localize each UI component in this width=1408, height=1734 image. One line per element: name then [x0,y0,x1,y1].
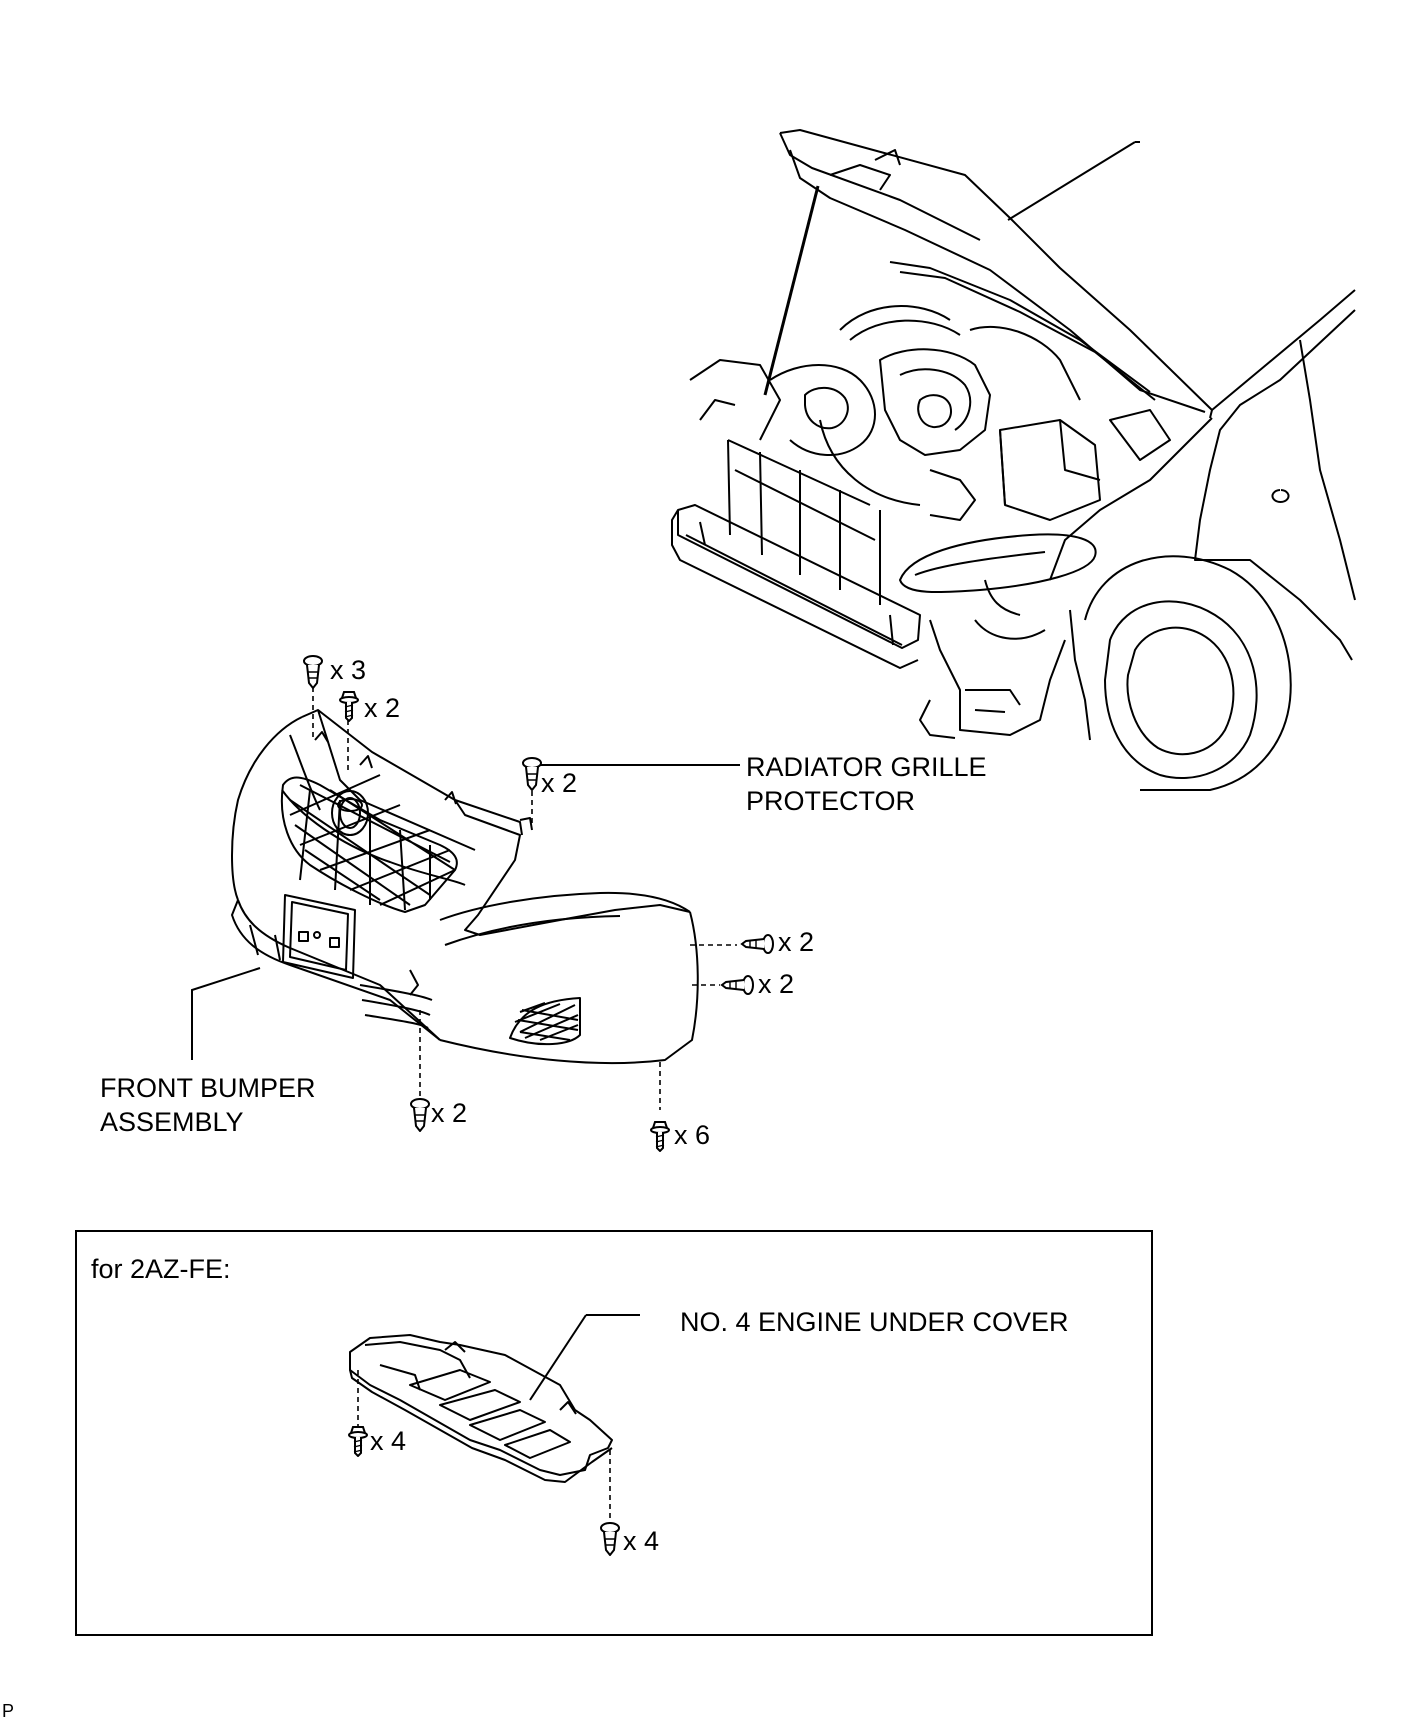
flange-bolt-icon [339,691,359,722]
no4-engine-under-cover-label: NO. 4 ENGINE UNDER COVER [680,1307,1069,1337]
qty-cover-left: x 4 [370,1426,407,1456]
radiator-grille-protector-label-line1: RADIATOR GRILLE [746,752,987,782]
radiator-grille-protector-label-line2: PROTECTOR [746,786,916,816]
engine-variant-box [75,1230,1153,1636]
qty-top-bolt: x 2 [364,693,401,723]
screw-icon [721,975,754,995]
flange-bolt-icon [650,1121,670,1152]
qty-bottom-right: x 6 [674,1120,711,1150]
push-clip-icon [303,655,323,689]
corner-mark: P [2,1701,15,1721]
qty-cover-right: x 4 [623,1526,660,1556]
screw-icon [741,934,774,954]
push-clip-icon [410,1098,430,1132]
push-clip-icon [522,757,542,791]
qty-side-upper: x 2 [778,927,815,957]
fastener-leaders [312,687,737,1520]
front-bumper-drawing [231,709,699,1065]
qty-grille-clip: x 2 [541,768,578,798]
front-bumper-assembly-label-line1: FRONT BUMPER [100,1073,316,1103]
vehicle-front-drawing [671,129,1356,791]
qty-side-lower: x 2 [758,969,795,999]
front-bumper-assembly-label-line2: ASSEMBLY [100,1107,244,1137]
callout-leaders [191,764,740,1401]
qty-bottom-left: x 2 [431,1098,468,1128]
qty-top-clip: x 3 [330,655,367,685]
engine-variant-note: for 2AZ-FE: [91,1254,231,1284]
engine-under-cover-drawing [349,1334,613,1483]
